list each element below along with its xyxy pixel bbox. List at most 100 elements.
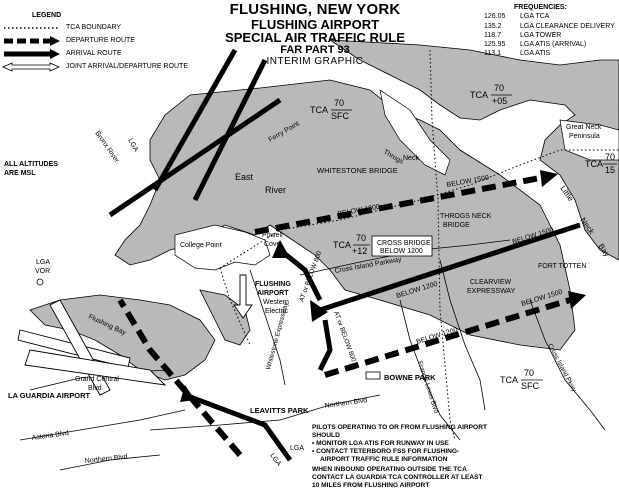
lga-vor-label-2: VOR — [35, 268, 50, 275]
land-islands — [174, 89, 619, 271]
lga-vor-icon — [36, 278, 44, 286]
bowne-park-label: BOWNE PARK — [384, 373, 436, 382]
cross-bridge-line2: BELOW 1200 — [380, 248, 423, 255]
departure-arrowhead-1 — [540, 170, 558, 187]
title-line4: FAR PART 93 — [280, 44, 350, 57]
tca2-top: 70 — [494, 83, 504, 93]
tca-label-2: TCA 70 +05 — [470, 83, 512, 106]
frequency-name: LGA ATIS — [520, 50, 551, 58]
title-line5: INTERIM GRAPHIC — [266, 55, 364, 67]
powell-label: Powell — [262, 232, 283, 239]
laguardia-airport — [17, 299, 167, 396]
tca3-top: 70 — [605, 152, 615, 162]
flushing-airport-label-1: FLUSHING — [255, 281, 291, 288]
arrival-route-east — [319, 222, 581, 313]
western-label: Western — [263, 299, 289, 306]
laguardia-apron — [24, 349, 167, 386]
arrival-arrowhead-3 — [180, 385, 195, 402]
bronx-river-label: Bronx River — [93, 130, 120, 165]
tca1-bottom: SFC — [331, 111, 350, 121]
arrival-route-lga-2 — [192, 58, 268, 202]
note-line: • CONTACT TETERBORO FSS FOR FLUSHING- — [312, 448, 460, 455]
fort-totten-label: FORT TOTTEN — [538, 263, 587, 270]
grand-central-blvd-label: Blvd — [88, 385, 102, 392]
cove-label: Cove — [264, 241, 280, 248]
whitestone-bridge-label: WHITESTONE BRIDGE — [317, 166, 398, 175]
tca2-name: TCA — [470, 90, 488, 100]
legend-label-departure: DEPARTURE ROUTE — [66, 37, 135, 44]
frequency-name: LGA ATIS (ARRIVAL) — [520, 41, 587, 49]
peninsula-label: Peninsula — [569, 133, 600, 140]
sound-water — [328, 39, 619, 261]
arrival-arrowhead-1 — [272, 240, 290, 258]
cross-bridge-frame — [371, 235, 433, 257]
throgs-neck-bridge-label-1: THROGS NECK — [440, 213, 492, 220]
tca3-bottom: 15 — [605, 165, 615, 175]
cross-bridge-line1: CROSS BRIDGE — [377, 240, 431, 247]
frequency-name: LGA CLEARANCE DELIVERY — [520, 22, 615, 30]
tca-label-4: TCA 70 +12 — [333, 233, 370, 256]
college-point-land — [174, 224, 271, 271]
throgs-neck-bridge-label-2: BRIDGE — [443, 222, 470, 229]
tca1-name: TCA — [310, 105, 328, 115]
northern-blvd-label-2: Northern Blvd — [324, 397, 367, 410]
tca-boundary-lines — [219, 49, 619, 441]
title-line2: FLUSHING AIRPORT — [250, 16, 380, 32]
tca2-bottom: +05 — [492, 96, 507, 106]
frequency-row: 118.7 LGA TOWER — [484, 31, 619, 40]
tca-label-1: TCA 70 SFC — [310, 98, 352, 121]
departure-arrowhead-2 — [568, 291, 586, 309]
flushing-airport-label-2: AIRPORT — [257, 290, 289, 297]
tca-boundary-vertical — [429, 49, 456, 441]
tca4-top: 70 — [356, 233, 366, 243]
cross-island-pkwy-east — [529, 299, 606, 431]
tca-label-3: TCA 70 15 — [585, 152, 617, 175]
frequency-value: 118.7 — [484, 31, 501, 39]
tca4-name: TCA — [333, 240, 351, 250]
legend-label-tca: TCA BOUNDARY — [66, 24, 122, 31]
arrival-route-lga-north — [152, 48, 238, 192]
arrival-route-south — [317, 319, 333, 372]
astoria-label: Astoria Blvd — [31, 430, 69, 442]
east-label: East — [235, 172, 254, 182]
departure-route-symbol-icon — [4, 35, 60, 46]
title-line1: FLUSHING, NEW YORK — [229, 1, 401, 18]
legend: LEGEND TCA BOUNDARY DEPARTURE ROUTE ARRI… — [2, 12, 192, 73]
departure-route-north — [254, 175, 541, 235]
tca5-name: TCA — [500, 375, 518, 385]
tca5-top: 70 — [524, 368, 534, 378]
tca4-bottom: +12 — [352, 246, 367, 256]
note-line: WHEN INBOUND OPERATING OUTSIDE THE TCA — [312, 466, 467, 473]
departure-arrowheads — [540, 170, 586, 309]
note-line: CONTACT LA GUARDIA TCA CONTROLLER AT LEA… — [312, 474, 483, 481]
legend-row-departure: DEPARTURE ROUTE — [2, 34, 192, 47]
expressway-label: EXPRESSWAY — [467, 288, 516, 295]
francis-lewis-label: Francis Lewis Blvd — [416, 360, 440, 414]
leavitts-park-label: LEAVITTS PARK — [250, 406, 309, 415]
lga-label-3: LGA — [268, 452, 282, 468]
frequencies-title: FREQUENCIES: — [514, 4, 567, 11]
legend-label-joint: JOINT ARRIVAL/DEPARTURE ROUTE — [66, 63, 189, 70]
frequency-name: LGA TOWER — [520, 31, 562, 39]
joint-route-symbol-icon — [2, 61, 60, 72]
joint-route — [233, 274, 253, 319]
tca5-bottom: SFC — [521, 381, 540, 391]
tca1-top: 70 — [334, 98, 344, 108]
altitude-note-line2: ARE MSL — [4, 170, 36, 177]
altitude-note-line1: ALL ALTITUDES — [4, 161, 58, 168]
cross-bridge-box: CROSS BRIDGE BELOW 1200 — [371, 235, 433, 257]
grand-central-label: Grand Central — [75, 376, 119, 383]
northern-blvd — [149, 394, 381, 431]
legend-title: LEGEND — [32, 12, 62, 19]
note-line: • MONITOR LGA ATIS FOR RUNWAY IN USE — [312, 440, 449, 447]
note-line: PILOTS OPERATING TO OR FROM FLUSHING AIR… — [312, 424, 487, 439]
arrival-route-lga-3 — [108, 97, 282, 218]
lga-vor-label-1: LGA — [36, 259, 50, 266]
lga-label-2: LGA — [290, 445, 304, 452]
river-label: River — [265, 185, 286, 195]
